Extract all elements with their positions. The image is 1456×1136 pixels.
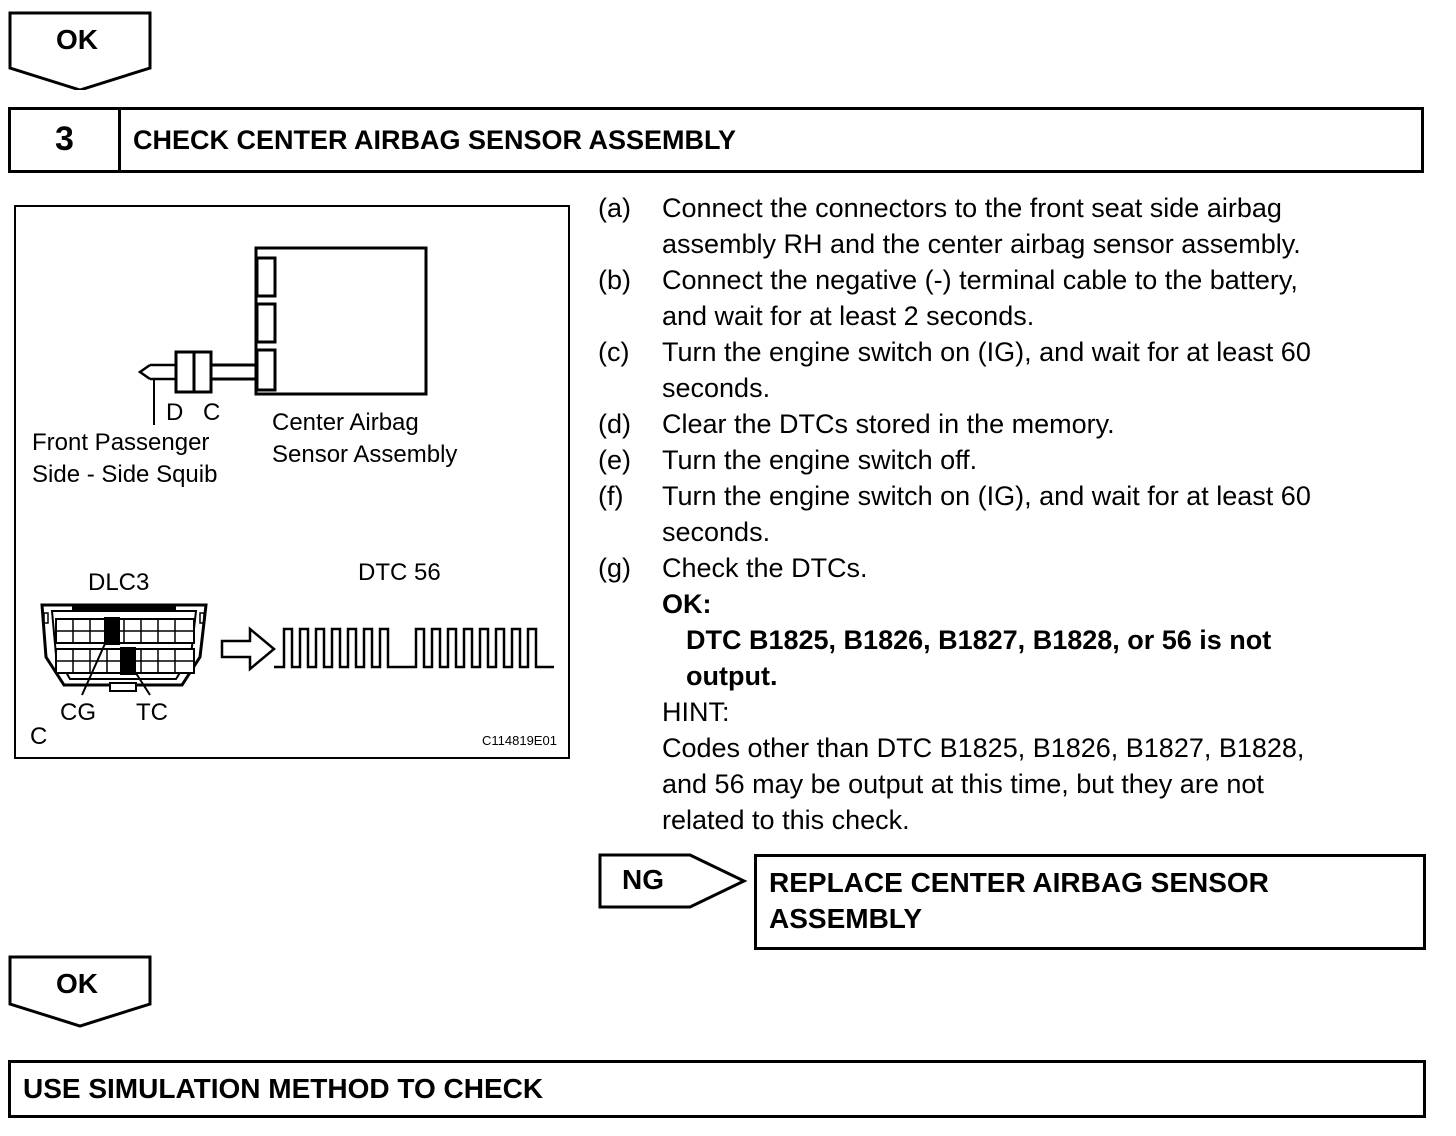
step-text: Clear the DTCs stored in the memory.	[662, 409, 1115, 439]
replace-line1: REPLACE CENTER AIRBAG SENSOR	[769, 867, 1269, 898]
replace-action-box: REPLACE CENTER AIRBAG SENSOR ASSEMBLY	[754, 854, 1426, 950]
dlc3-label: DLC3	[88, 569, 150, 596]
replace-line2: ASSEMBLY	[769, 903, 923, 934]
hint-line3: related to this check.	[662, 805, 910, 835]
hint-line1: Codes other than DTC B1825, B1826, B1827…	[662, 733, 1305, 763]
ok-arrow-icon	[8, 955, 152, 1028]
step-text: Connect the connectors to the front seat…	[662, 193, 1282, 223]
dtc-56-label: DTC 56	[358, 559, 441, 586]
hint-line2: and 56 may be output at this time, but t…	[662, 769, 1264, 799]
step-text: and wait for at least 2 seconds.	[662, 301, 1035, 331]
step-letter: (a)	[598, 193, 631, 223]
ng-arrow-icon	[598, 853, 748, 909]
step-header: 3 CHECK CENTER AIRBAG SENSOR ASSEMBLY	[8, 107, 1424, 173]
ok-criteria-label: OK:	[662, 589, 712, 619]
step-letter: (f)	[598, 481, 624, 511]
step-letter: (d)	[598, 409, 631, 439]
ok-criteria-line1: DTC B1825, B1826, B1827, B1828, or 56 is…	[686, 625, 1272, 655]
step-b: (b) Connect the negative (-) terminal ca…	[598, 262, 1418, 334]
step-letter: (b)	[598, 265, 631, 295]
step-text: Turn the engine switch on (IG), and wait…	[662, 337, 1311, 367]
figure: D C Front Passenger Side - Side Squib Ce…	[14, 205, 570, 759]
step-text: Turn the engine switch off.	[662, 445, 978, 475]
step-d: (d) Clear the DTCs stored in the memory.	[598, 406, 1418, 442]
tc-label: TC	[136, 699, 168, 726]
step-text: assembly RH and the center airbag sensor…	[662, 229, 1301, 259]
sensor-label-line2: Sensor Assembly	[272, 441, 458, 468]
step-letter: (g)	[598, 553, 631, 583]
squib-label-line2: Side - Side Squib	[32, 461, 218, 488]
hint-label: HINT:	[662, 697, 730, 727]
ok-label: OK	[56, 24, 98, 55]
ok-flag-bottom: OK	[0, 954, 160, 1034]
instruction-list: (a) Connect the connectors to the front …	[598, 190, 1418, 838]
connector-d-label: D	[166, 399, 184, 426]
step-text: Turn the engine switch on (IG), and wait…	[662, 481, 1311, 511]
wiring-diagram	[40, 246, 554, 696]
step-c: (c) Turn the engine switch on (IG), and …	[598, 334, 1418, 406]
step-text: seconds.	[662, 517, 771, 547]
ok-flag-top: OK	[0, 10, 160, 90]
step-text: Check the DTCs.	[662, 553, 868, 583]
ng-flag: NG	[598, 853, 748, 911]
step-letter: (e)	[598, 445, 631, 475]
step-text: seconds.	[662, 373, 771, 403]
simulation-method-box: USE SIMULATION METHOD TO CHECK	[8, 1060, 1426, 1118]
figure-id: C114819E01	[482, 733, 557, 748]
connector-c-label: C	[203, 399, 221, 426]
ok-criteria-line2: output.	[686, 661, 778, 691]
corner-label: C	[30, 723, 48, 750]
step-letter: (c)	[598, 337, 630, 367]
step-title: CHECK CENTER AIRBAG SENSOR ASSEMBLY	[133, 125, 737, 155]
ok-arrow-icon	[8, 11, 152, 90]
squib-label-line1: Front Passenger	[32, 429, 210, 456]
ok-label: OK	[56, 968, 98, 999]
ng-label: NG	[622, 864, 664, 895]
step-f: (f) Turn the engine switch on (IG), and …	[598, 478, 1418, 550]
cg-label: CG	[60, 699, 96, 726]
step-text: Connect the negative (-) terminal cable …	[662, 265, 1298, 295]
step-g: (g) Check the DTCs.	[598, 550, 1418, 586]
sensor-label-line1: Center Airbag	[272, 409, 419, 436]
step-e: (e) Turn the engine switch off.	[598, 442, 1418, 478]
step-number: 3	[11, 110, 121, 170]
step-a: (a) Connect the connectors to the front …	[598, 190, 1418, 262]
